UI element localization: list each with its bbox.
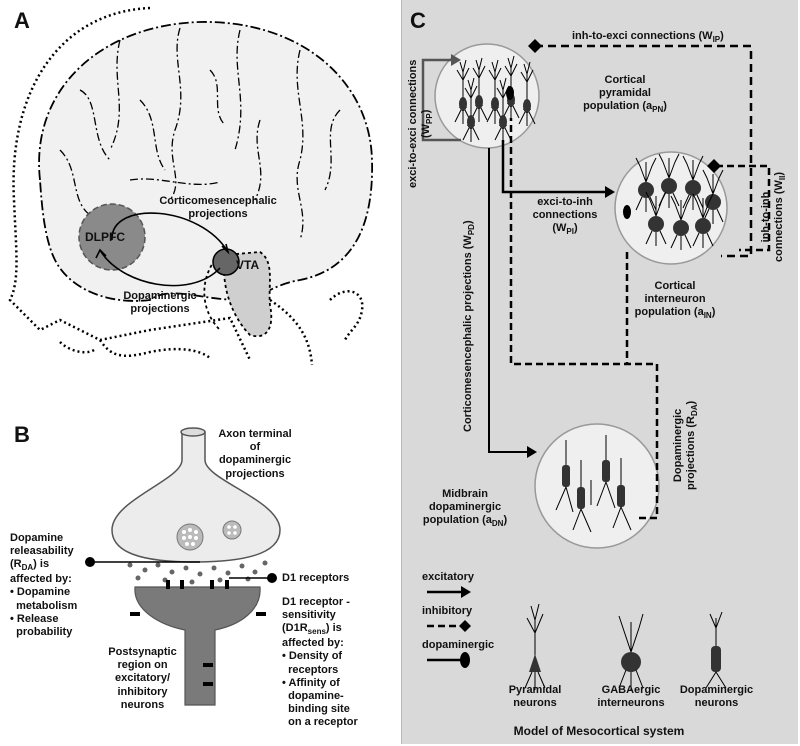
legend-dopaminergic-label: dopaminergic bbox=[422, 639, 495, 651]
dopaminergic-neuron-icon bbox=[705, 611, 727, 689]
neck-outline bbox=[269, 298, 314, 366]
dopaminergic-arrow bbox=[99, 249, 221, 287]
head-outline bbox=[8, 6, 252, 361]
pyramidal-neurons-label: Pyramidal neurons bbox=[508, 684, 562, 710]
brainstem bbox=[223, 251, 273, 338]
model-title: Model of Mesocortical system bbox=[513, 724, 685, 738]
exci-to-inh-connection bbox=[501, 140, 613, 194]
exci-to-exci-label: exci-to-exci connections (WPP) bbox=[407, 59, 435, 188]
postsynaptic-region bbox=[134, 586, 261, 706]
panel-a-letter: A bbox=[14, 8, 30, 33]
panel-c-letter: C bbox=[410, 8, 426, 33]
dopaminergic-projections-label: Dopaminergic projections (RDA) bbox=[672, 400, 700, 490]
cortical-interneuron-population bbox=[614, 151, 728, 265]
vta-label: VTA bbox=[236, 258, 260, 272]
synapse-illustration bbox=[85, 427, 281, 706]
axon-terminal-label: Axon terminal of dopaminergic projection… bbox=[218, 428, 292, 480]
cortical-pyramidal-label: Cortical pyramidal population (aPN) bbox=[583, 74, 667, 115]
dopaminergic-neurons-in-population bbox=[555, 435, 632, 533]
dopaminergic-neurons-label: Dopaminergic neurons bbox=[679, 684, 754, 710]
dopaminergic-projection bbox=[509, 118, 659, 520]
dopaminergic-terminal-pyramidal bbox=[506, 86, 514, 100]
inh-to-exci-label: inh-to-exci connections (WIP) bbox=[572, 30, 724, 45]
exci-to-exci-loop bbox=[421, 58, 461, 142]
exci-to-inh-label: exci-to-inh connections (WPI) bbox=[532, 196, 598, 237]
midbrain-label: Midbrain dopaminergic population (aDN) bbox=[422, 488, 508, 529]
midbrain-dopaminergic-population bbox=[534, 423, 660, 549]
dopamine-molecules bbox=[127, 560, 268, 585]
cortical-interneuron-label: Cortical interneuron population (aIN) bbox=[634, 280, 716, 321]
legend-inhibitory-label: inhibitory bbox=[422, 605, 473, 617]
inh-to-inh-label: inh-to-inh connections (WII) bbox=[760, 171, 788, 262]
corticomesencephalic-projections-label: Corticomesencephalic projections (WPD) bbox=[462, 220, 477, 432]
postsynaptic-label: Postsynaptic region on excitatory/ inhib… bbox=[108, 646, 177, 711]
d1-receptor-markers bbox=[130, 580, 266, 686]
inh-to-exci-connection bbox=[535, 44, 753, 258]
dlpfc-label: DLPFC bbox=[85, 230, 125, 244]
pyramidal-neuron-icon bbox=[524, 603, 546, 690]
inh-to-inh-connection bbox=[716, 164, 771, 252]
gaba-neuron-icon bbox=[618, 613, 644, 690]
mesocortical-model bbox=[421, 39, 771, 690]
vesicle bbox=[222, 520, 242, 540]
d1-receptors-label: D1 receptors bbox=[282, 572, 350, 584]
panel-b-letter: B bbox=[14, 422, 30, 447]
cortical-pyramidal-population bbox=[434, 43, 540, 149]
legend-excitatory-label: excitatory bbox=[422, 571, 474, 583]
gabaergic-interneurons-label: GABAergic interneurons bbox=[597, 684, 665, 710]
brain-illustration bbox=[8, 6, 373, 366]
corticomesencephalic-label: Corticomesencephalic projections bbox=[159, 195, 277, 221]
releasability-label: Dopamine releasability (RDA) is affected… bbox=[10, 532, 78, 638]
dopaminergic-terminal-interneuron bbox=[623, 205, 631, 219]
d1-sensitivity-label: D1 receptor - sensitivity (D1Rsens) is a… bbox=[282, 596, 358, 729]
dopaminergic-projections-label: Dopaminergic projections bbox=[123, 290, 197, 316]
corticomesencephalic-arrow bbox=[111, 212, 229, 253]
corticomesencephalic-connection bbox=[488, 148, 535, 453]
